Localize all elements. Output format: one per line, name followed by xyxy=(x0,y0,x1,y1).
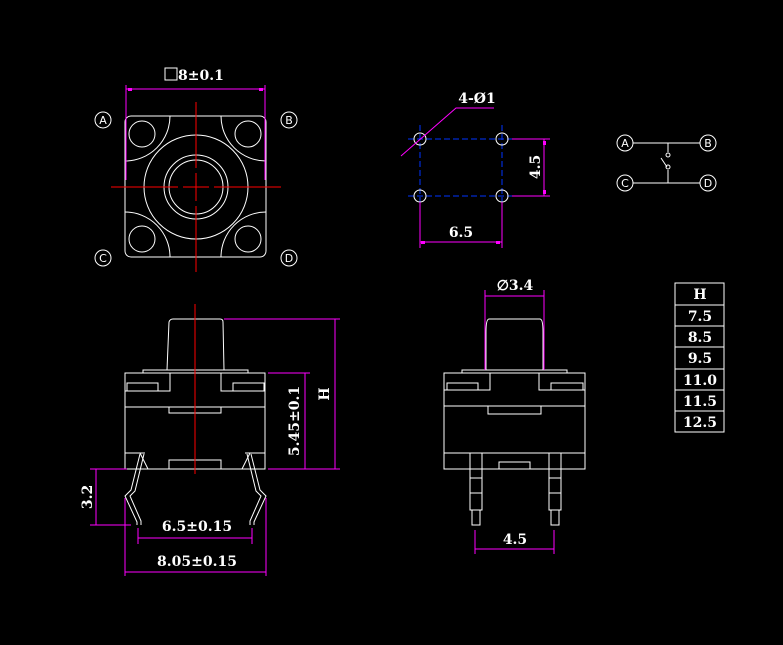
top-view: 8±0.1 A B C D xyxy=(94,67,298,272)
svg-text:C: C xyxy=(99,252,107,265)
pin-labels: A B C D xyxy=(94,111,298,267)
svg-text:C: C xyxy=(621,177,629,190)
button-diameter-dimension: ∅3.4 xyxy=(497,278,534,294)
h-table-cell: 12.5 xyxy=(683,415,717,431)
outer-span-dimension: 8.05±0.15 xyxy=(157,554,237,570)
top-dimension: 8±0.1 xyxy=(178,68,224,84)
hole-width: 6.5 xyxy=(449,225,473,241)
h-dimension: H xyxy=(317,387,333,400)
svg-text:D: D xyxy=(285,252,293,265)
svg-text:A: A xyxy=(621,137,629,150)
h-table: H 7.5 8.5 9.5 11.0 11.5 12.5 xyxy=(674,282,725,433)
square-symbol-icon xyxy=(164,67,178,81)
h-table-cell: 11.0 xyxy=(683,373,717,389)
front-view: ∅3.4 4.5 xyxy=(443,278,586,554)
pin-pitch-dimension: 4.5 xyxy=(503,532,527,548)
inner-span-dimension: 6.5±0.15 xyxy=(162,519,232,535)
h-table-cell: 8.5 xyxy=(688,330,712,346)
svg-text:B: B xyxy=(704,137,712,150)
h-table-cell: 9.5 xyxy=(688,351,712,367)
h-table-cell: 11.5 xyxy=(683,394,717,410)
switch-schematic: A B C D xyxy=(616,134,717,192)
body-height-dimension: 5.45±0.1 xyxy=(287,386,303,456)
hole-label: 4-Ø1 xyxy=(458,91,496,107)
svg-text:B: B xyxy=(285,114,293,127)
lead-length-dimension: 3.2 xyxy=(80,485,96,509)
side-view: H 5.45±0.1 3.2 6.5±0.15 8.05±0.15 xyxy=(80,304,340,576)
h-table-cell: 7.5 xyxy=(688,309,712,325)
svg-text:A: A xyxy=(99,114,107,127)
hole-pattern: 4-Ø1 4.5 6.5 xyxy=(400,91,550,248)
svg-text:D: D xyxy=(704,177,712,190)
h-table-header: H xyxy=(693,287,706,303)
hole-height: 4.5 xyxy=(528,155,544,179)
